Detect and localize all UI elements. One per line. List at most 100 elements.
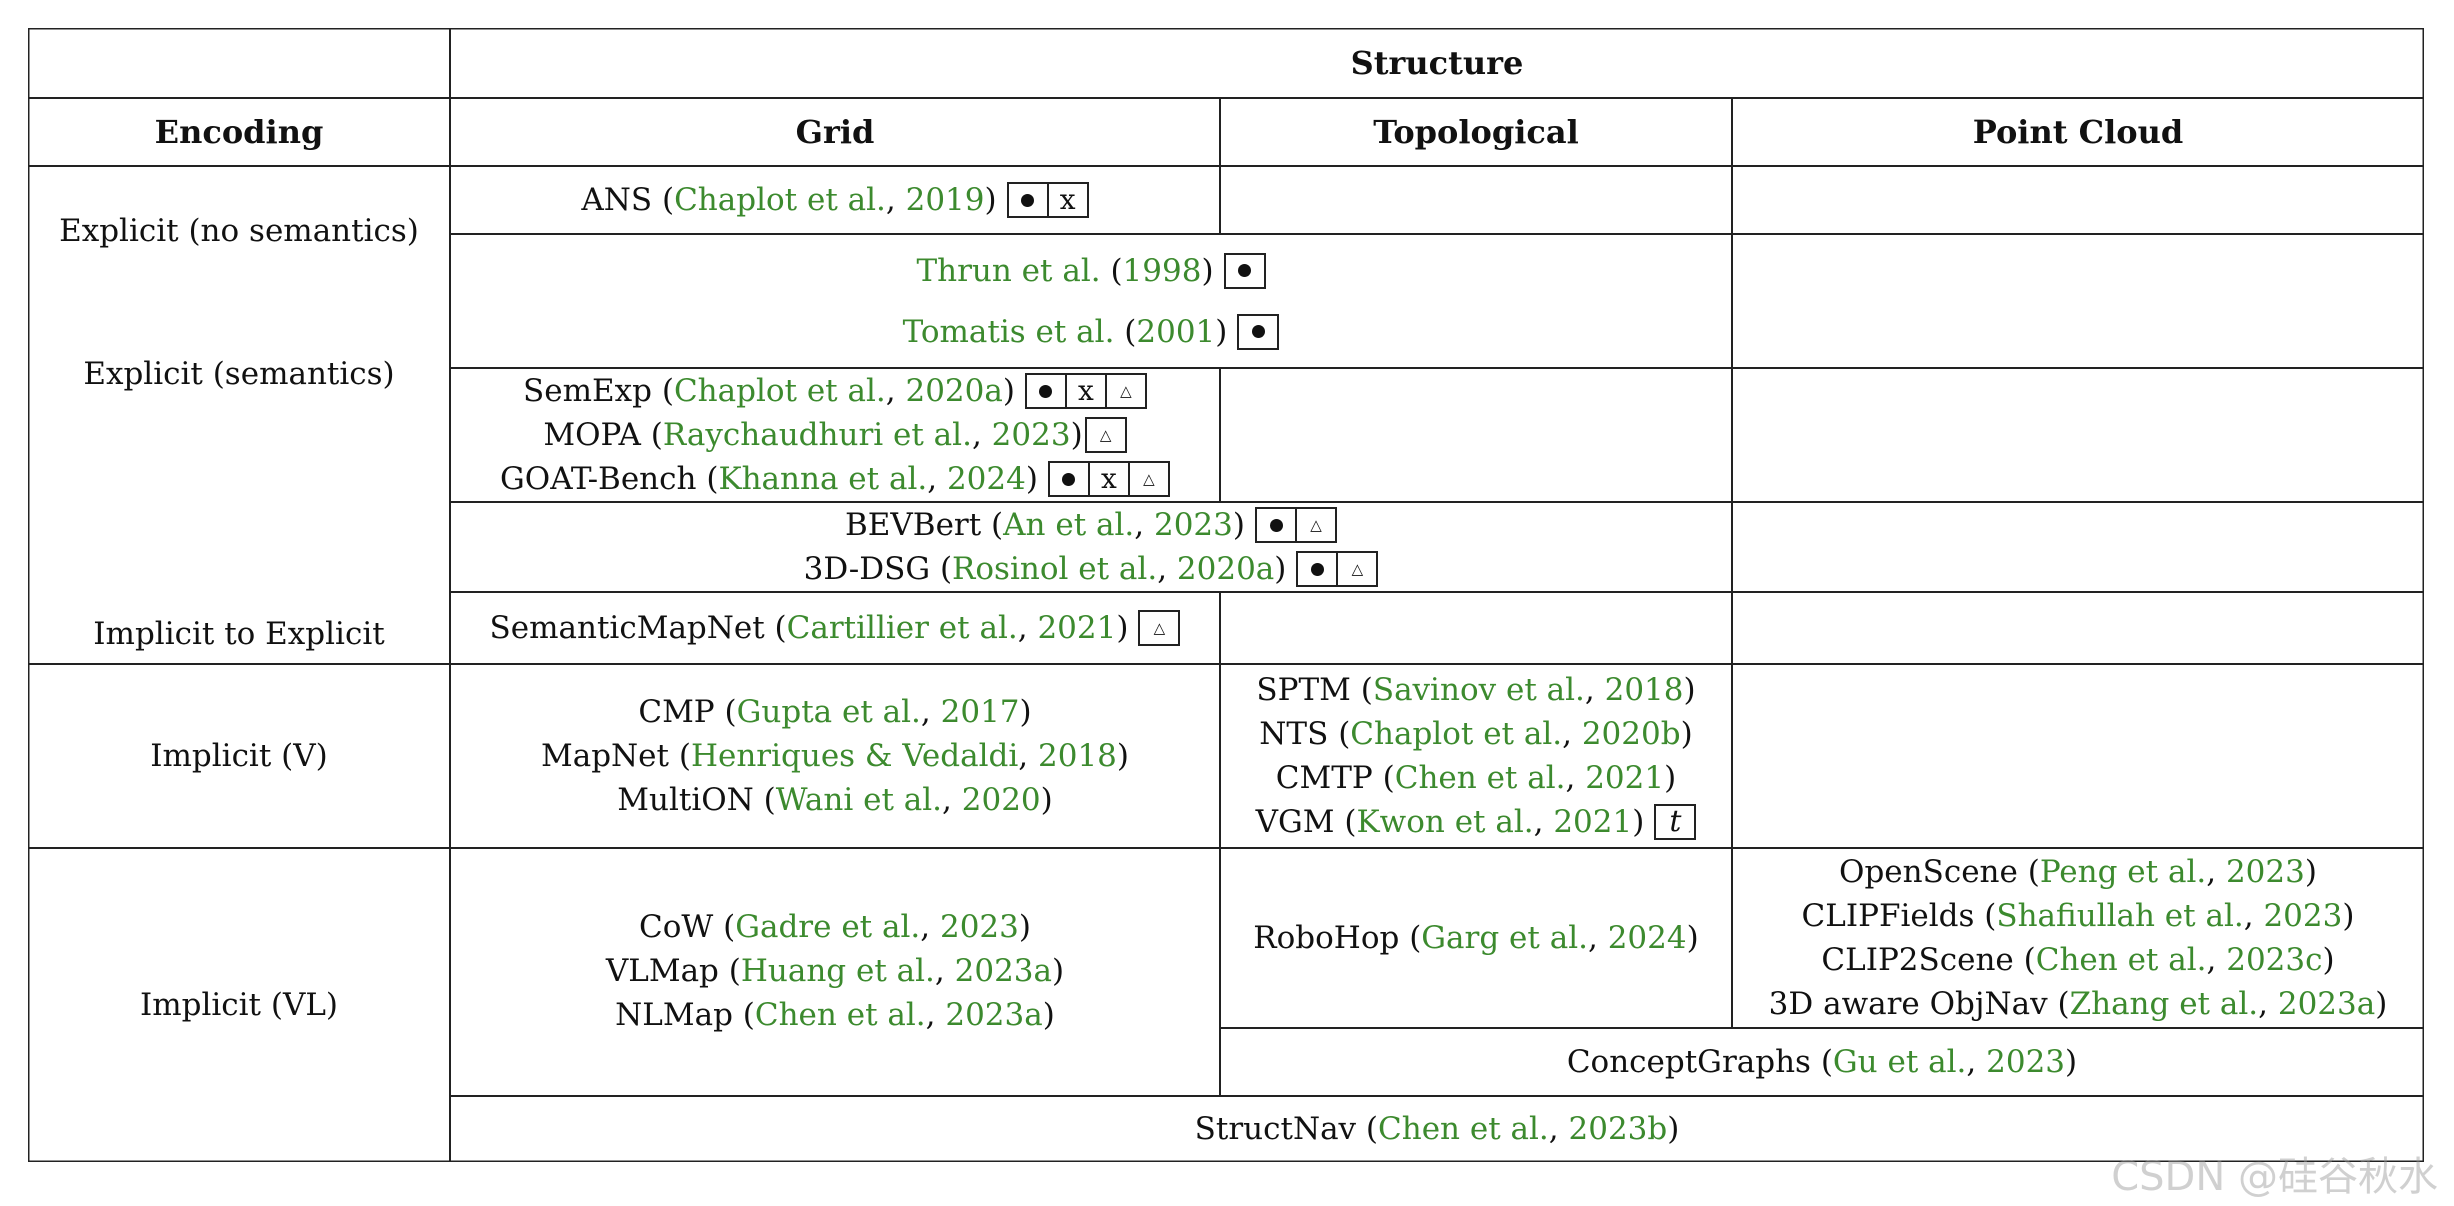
punct: ,: [885, 373, 906, 409]
cross-x-icon: x: [1046, 184, 1087, 216]
entry-robohop: RoboHop (Garg et al., 2024): [1253, 916, 1698, 960]
cell-grid-ans: ANS (Chaplot et al., 2019)x: [450, 166, 1220, 234]
punct: (: [1334, 804, 1357, 840]
method-name: SPTM: [1256, 672, 1351, 708]
triangle-icon: [1127, 463, 1168, 495]
citation-author: Savinov et al.: [1372, 672, 1585, 708]
citation-author: Henriques & Vedaldi: [690, 738, 1019, 774]
triangle-icon: [1295, 509, 1335, 541]
citation-year: 2023: [1986, 1044, 2066, 1080]
punct: (: [2013, 942, 2036, 978]
punct: ,: [1587, 920, 1608, 956]
citation-author: Chen et al.: [1378, 1111, 1549, 1147]
encoding-explicit-semantics: Explicit (semantics): [83, 356, 395, 392]
punct: ): [1632, 804, 1645, 840]
punct: ,: [1157, 551, 1177, 587]
triangle-icon: [1087, 419, 1125, 451]
punct: (: [764, 610, 787, 646]
punct: ,: [1565, 760, 1586, 796]
punct: ): [1667, 1111, 1680, 1147]
punct: ,: [1562, 716, 1582, 752]
entry-vgm: VGM (Kwon et al., 2021)t: [1256, 800, 1697, 844]
method-name: MapNet: [540, 738, 669, 774]
punct: ): [1664, 760, 1677, 796]
punct: ): [1686, 920, 1699, 956]
method-name: NLMap: [615, 997, 733, 1033]
citation-year: 2023a: [2277, 986, 2376, 1022]
cell-grid-implicit-vl: CoW (Gadre et al., 2023)VLMap (Huang et …: [450, 848, 1220, 1094]
punct: ): [1002, 373, 1015, 409]
cell-grid-implicit-v: CMP (Gupta et al., 2017)MapNet (Henrique…: [450, 664, 1220, 848]
method-name: BEVBert: [844, 507, 982, 543]
method-name: ConceptGraphs: [1566, 1044, 1811, 1080]
method-name: CoW: [639, 909, 714, 945]
filled-circle-icon: [1298, 553, 1336, 585]
punct: (: [1356, 1111, 1379, 1147]
punct: (: [1372, 760, 1395, 796]
property-markers: [1237, 313, 1280, 350]
method-name: ANS: [581, 182, 653, 218]
citation-author: Chaplot et al.: [674, 182, 886, 218]
entry-vlmap: VLMap (Huang et al., 2023a): [606, 949, 1064, 993]
entry-multion: MultiON (Wani et al., 2020): [617, 778, 1053, 822]
punct: ): [1042, 997, 1055, 1033]
citation-author: Chen et al.: [2035, 942, 2207, 978]
entry-cmp: CMP (Gupta et al., 2017): [638, 690, 1031, 734]
triangle-icon: [1140, 612, 1178, 644]
header-grid: Grid: [795, 113, 875, 151]
filled-circle-icon: [1239, 316, 1277, 348]
property-markers: [1138, 610, 1181, 646]
punct: ): [1018, 909, 1031, 945]
citation-author: Kwon et al.: [1356, 804, 1534, 840]
punct: ): [2304, 854, 2317, 890]
entry-cmtp: CMTP (Chen et al., 2021): [1276, 756, 1676, 800]
citation-year: 2023a: [954, 953, 1053, 989]
method-name: GOAT-Bench: [500, 461, 697, 497]
entry-cow: CoW (Gadre et al., 2023): [639, 905, 1031, 949]
punct: ): [2065, 1044, 2078, 1080]
punct: ,: [1584, 672, 1605, 708]
punct: ): [1040, 782, 1053, 818]
property-markers: x: [1006, 182, 1089, 218]
punct: ,: [1548, 1111, 1569, 1147]
punct: ): [1116, 610, 1129, 646]
citation-year: 2023: [939, 909, 1019, 945]
entry-nlmap: NLMap (Chen et al., 2023a): [615, 993, 1055, 1037]
punct: ,: [934, 953, 955, 989]
encoding-implicit-vl: Implicit (VL): [139, 987, 339, 1023]
cell-all-structnav: StructNav (Chen et al., 2023b): [450, 1096, 2424, 1162]
entry-smnet: SemanticMapNet (Cartillier et al., 2021): [490, 606, 1181, 650]
punct: ): [2375, 986, 2388, 1022]
citation-year: 2017: [940, 694, 1020, 730]
encoding-explicit-no-semantics: Explicit (no semantics): [59, 213, 419, 249]
punct: ,: [942, 782, 962, 818]
citation-year: 2023c: [2226, 942, 2323, 978]
citation-year: 2020a: [1176, 551, 1275, 587]
citation-year: 2023: [2263, 898, 2343, 934]
entry-objnav3d: 3D aware ObjNav (Zhang et al., 2023a): [1769, 982, 2388, 1026]
header-structure: Structure: [1350, 44, 1524, 82]
citation-year: 2020b: [1581, 716, 1681, 752]
property-markers: [1255, 507, 1337, 543]
punct: ,: [2243, 898, 2264, 934]
filled-circle-icon: [1027, 375, 1065, 407]
punct: ): [1683, 672, 1696, 708]
punct: (: [1974, 898, 1997, 934]
method-name: CLIP2Scene: [1821, 942, 2014, 978]
entry-dsg: 3D-DSG (Rosinol et al., 2020a): [804, 547, 1379, 591]
punct: ,: [885, 182, 906, 218]
citation-author: Gadre et al.: [735, 909, 921, 945]
citation-year: 2020a: [905, 373, 1003, 409]
citation-year: 2023b: [1568, 1111, 1668, 1147]
citation-year: 2020: [961, 782, 1041, 818]
filled-circle-icon: [1009, 184, 1047, 216]
entry-structnav: StructNav (Chen et al., 2023b): [1195, 1107, 1680, 1151]
cell-grid-topo-thrun-tomatis: Thrun et al. (1998)Tomatis et al. (2001): [450, 234, 1732, 368]
citation-year: 2001: [1136, 313, 1216, 350]
method-name: SemanticMapNet: [489, 610, 765, 646]
method-name: 3D-DSG: [803, 551, 931, 587]
punct: (: [981, 507, 1004, 543]
punct: ): [984, 182, 997, 218]
citation-author: Thrun et al.: [916, 252, 1101, 289]
method-name: NTS: [1259, 716, 1329, 752]
